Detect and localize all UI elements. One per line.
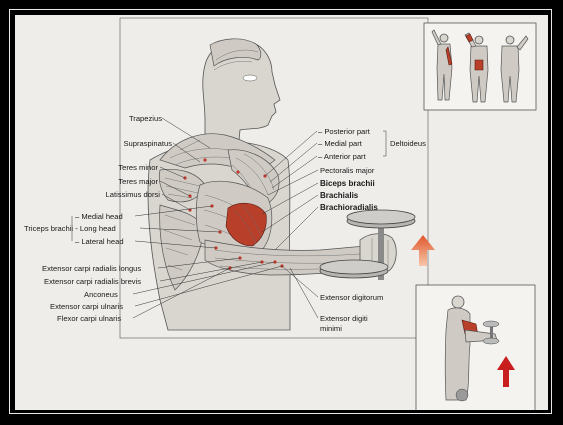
- main-panel-border: [119, 17, 429, 339]
- label-brachioradialis: Brachioradialis: [320, 203, 378, 212]
- dumbbell: [319, 209, 416, 280]
- thumbnail-figures-top: [431, 29, 529, 103]
- label-triceps-long-head: Triceps brachii - Long head: [24, 224, 116, 233]
- label-ext-carpi-ulnaris: Extensor carpi ulnaris: [50, 302, 123, 311]
- label-anconeus: Anconeus: [84, 290, 118, 299]
- label-trapezius: Trapezius: [129, 114, 162, 123]
- label-supraspinatus: Supraspinatus: [123, 139, 172, 148]
- label-anterior-part: – Anterior part: [318, 152, 367, 161]
- label-brachialis: Brachialis: [320, 191, 359, 200]
- arrow-up-icon: [497, 356, 515, 387]
- label-ext-carpi-rad-longus: Extensor carpi radialis longus: [42, 264, 141, 273]
- label-medial-part: – Medial part: [318, 139, 363, 148]
- main-figure: [147, 38, 416, 331]
- label-flexor-carpi-ulnaris: Flexor carpi ulnaris: [57, 314, 121, 323]
- label-latissimus-dorsi: Latissimus dorsi: [106, 190, 161, 199]
- label-extensor-digiti: Extensor digiti: [320, 314, 368, 323]
- label-medial-head: – Medial head: [75, 212, 123, 221]
- label-deltoideus: Deltoideus: [390, 139, 426, 148]
- label-teres-major: Teres major: [118, 177, 158, 186]
- plate: Trapezius Supraspinatus Teres minor Tere…: [15, 15, 548, 410]
- leader-lines: [71, 117, 387, 319]
- anatomy-illustration: Trapezius Supraspinatus Teres minor Tere…: [24, 17, 537, 410]
- thumbnail-bottom-panel: [415, 284, 536, 410]
- labels-right: – Posterior part – Medial part – Anterio…: [318, 127, 426, 333]
- thumbnail-figure-bottom: [444, 295, 500, 402]
- arrow-up-icon: [411, 235, 435, 266]
- label-teres-minor: Teres minor: [118, 163, 158, 172]
- label-minimi: minimi: [320, 324, 342, 333]
- label-pectoralis-major: Pectoralis major: [320, 166, 375, 175]
- label-lateral-head: – Lateral head: [75, 237, 124, 246]
- frame-border: [9, 9, 552, 414]
- label-extensor-digitorum: Extensor digitorum: [320, 293, 383, 302]
- label-posterior-part: – Posterior part: [318, 127, 371, 136]
- labels-left: Trapezius Supraspinatus Teres minor Tere…: [24, 114, 172, 323]
- label-ext-carpi-rad-brevis: Extensor carpi radialis brevis: [44, 277, 141, 286]
- label-biceps-brachii: Biceps brachii: [320, 179, 375, 188]
